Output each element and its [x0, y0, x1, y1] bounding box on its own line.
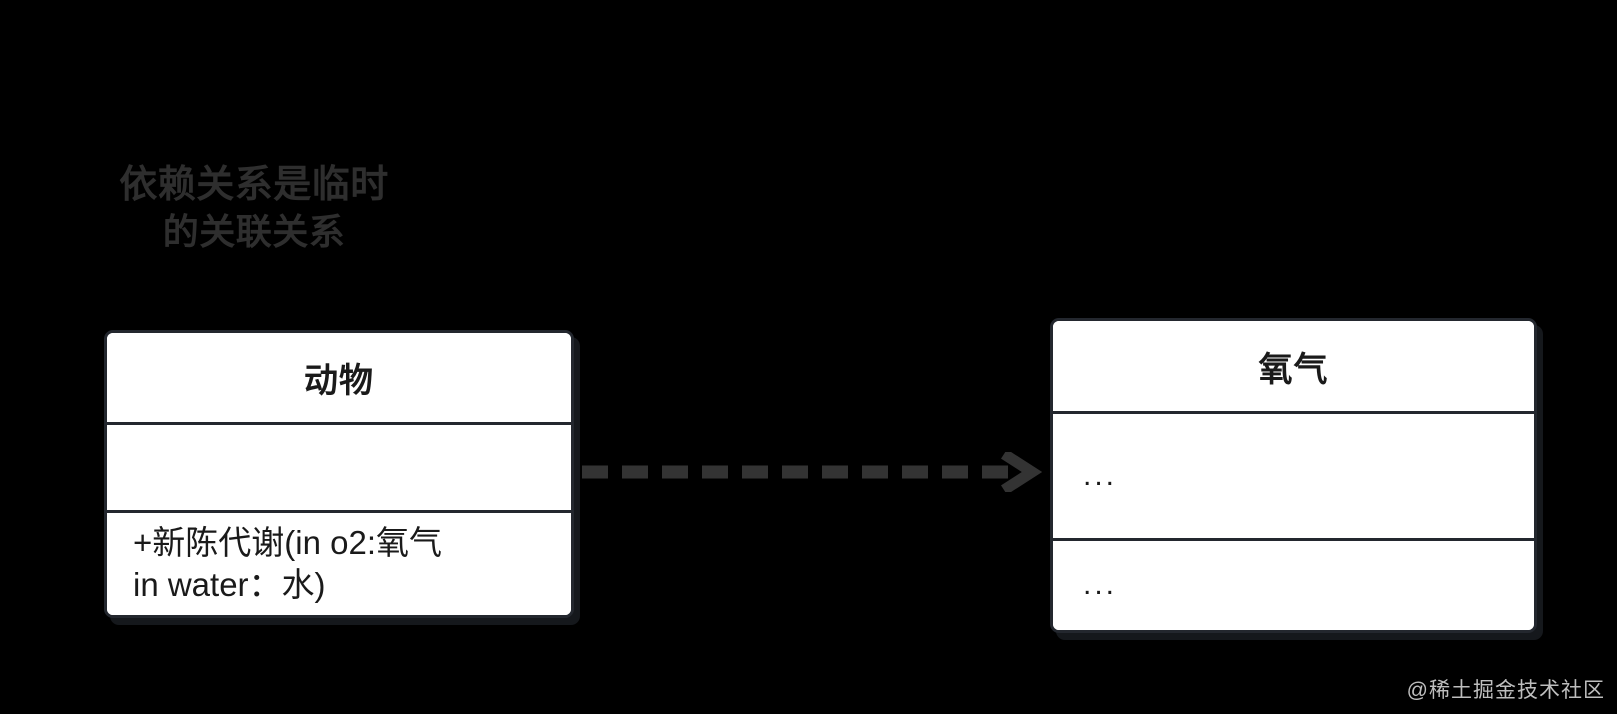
- uml-class-animal-title: 动物: [107, 333, 571, 422]
- annotation-note: 依赖关系是临时 的关联关系: [104, 112, 404, 304]
- uml-class-animal[interactable]: 动物 +新陈代谢(in o2:氧气 in water：水): [104, 330, 574, 618]
- uml-class-oxygen-title: 氧气: [1053, 321, 1534, 411]
- uml-class-animal-attributes: [107, 422, 571, 510]
- annotation-line-2: 的关联关系: [162, 211, 346, 253]
- annotation-line-1: 依赖关系是临时: [119, 163, 389, 206]
- dependency-connector[interactable]: [582, 449, 1043, 495]
- uml-class-oxygen-operations: ...: [1053, 538, 1534, 630]
- uml-class-animal-operations: +新陈代谢(in o2:氧气 in water：水): [107, 510, 571, 615]
- dependency-arrow-icon: [582, 449, 1043, 495]
- watermark: @稀土掘金技术社区: [1406, 679, 1605, 702]
- uml-class-oxygen-attributes: ...: [1053, 411, 1534, 538]
- uml-class-oxygen[interactable]: 氧气 ... ...: [1050, 318, 1537, 633]
